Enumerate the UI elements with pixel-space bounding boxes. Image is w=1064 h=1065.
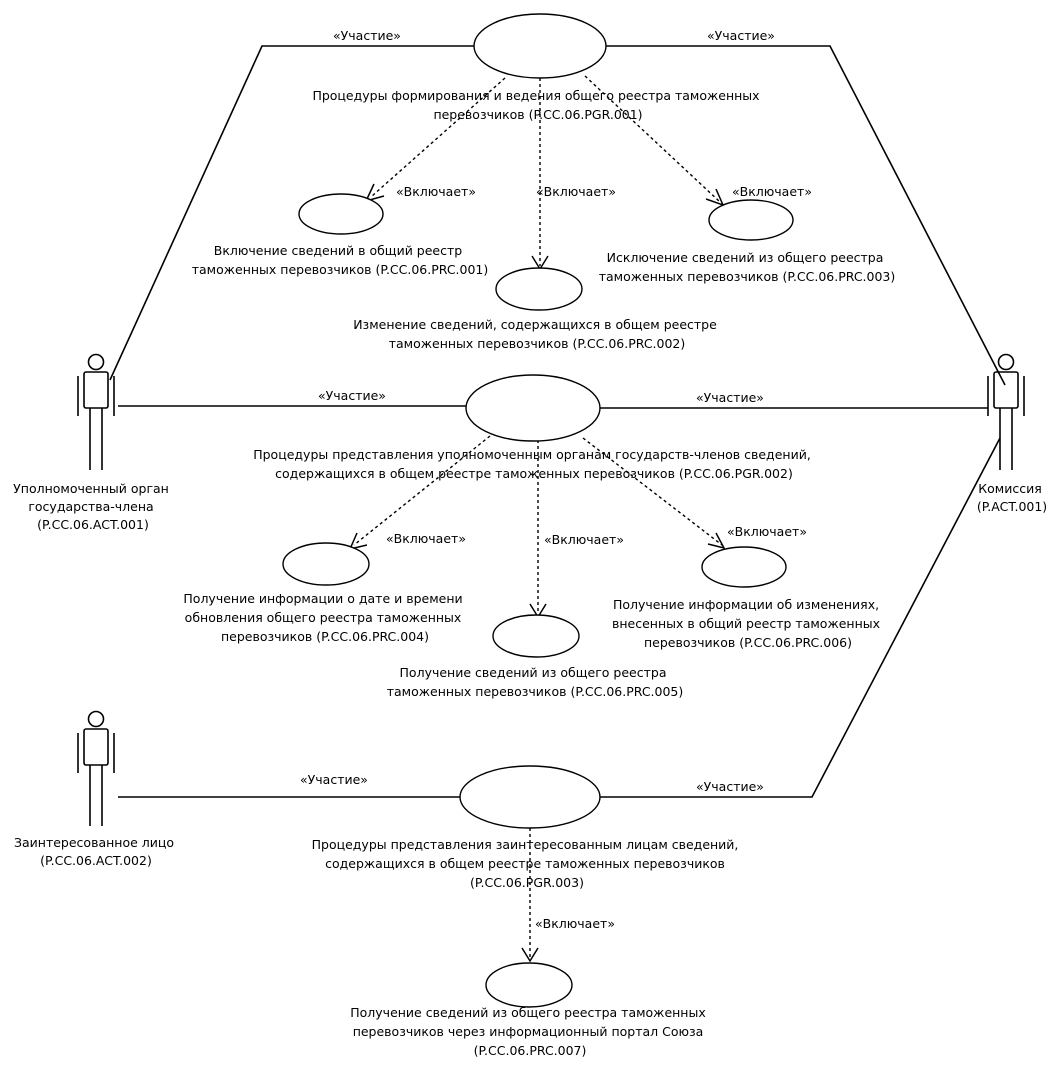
stereotype-includes: «Включает» bbox=[727, 524, 807, 539]
usecase-prc005-label: Получение сведений из общего реестра там… bbox=[387, 665, 684, 699]
stereotype-participation: «Участие» bbox=[300, 772, 368, 787]
usecase-pgr001-label: Процедуры формирования и ведения общего … bbox=[312, 88, 763, 122]
usecase-prc002[interactable] bbox=[495, 267, 583, 311]
stereotype-participation: «Участие» bbox=[696, 390, 764, 405]
usecase-pgr002[interactable] bbox=[465, 374, 601, 442]
actor-commission-icon[interactable] bbox=[987, 353, 1025, 471]
assoc-commission-pgr003 bbox=[600, 437, 1001, 798]
actor-commission-label: Комиссия (P.ACT.001) bbox=[977, 481, 1047, 514]
usecase-prc001-label: Включение сведений в общий реестр таможе… bbox=[192, 243, 489, 277]
usecase-prc004[interactable] bbox=[282, 542, 370, 586]
usecase-prc006-label: Получение информации об изменениях, внес… bbox=[612, 597, 884, 650]
usecase-prc007-label: Получение сведений из общего реестра там… bbox=[350, 1005, 709, 1058]
usecase-prc003-label: Исключение сведений из общего реестра та… bbox=[599, 250, 896, 284]
stereotype-includes: «Включает» bbox=[535, 916, 615, 931]
usecase-pgr001[interactable] bbox=[473, 13, 607, 79]
usecase-pgr002-label: Процедуры представления уполномоченным о… bbox=[253, 447, 815, 481]
usecase-prc002-label: Изменение сведений, содержащихся в общем… bbox=[353, 317, 721, 351]
assoc-member-pgr001 bbox=[109, 45, 474, 381]
stereotype-participation: «Участие» bbox=[318, 388, 386, 403]
actor-interested-person-label: Заинтересованное лицо (P.CC.06.ACT.002) bbox=[14, 835, 178, 868]
stereotype-participation: «Участие» bbox=[707, 28, 775, 43]
include-pgr002-prc006 bbox=[582, 437, 726, 550]
stereotype-participation: «Участие» bbox=[696, 779, 764, 794]
usecase-prc003[interactable] bbox=[708, 199, 794, 241]
stereotype-participation: «Участие» bbox=[333, 28, 401, 43]
usecase-prc005[interactable] bbox=[492, 614, 580, 658]
stereotype-includes: «Включает» bbox=[732, 184, 812, 199]
actor-member-state-body-label: Уполномоченный орган государства-члена (… bbox=[13, 481, 173, 532]
stereotype-includes: «Включает» bbox=[396, 184, 476, 199]
actor-interested-person-icon[interactable] bbox=[77, 710, 115, 827]
stereotype-includes: «Включает» bbox=[536, 184, 616, 199]
usecase-pgr003-label: Процедуры представления заинтересованным… bbox=[312, 837, 743, 890]
stereotype-includes: «Включает» bbox=[386, 531, 466, 546]
include-pgr003-prc007 bbox=[521, 828, 539, 963]
usecase-prc006[interactable] bbox=[701, 546, 787, 588]
usecase-prc007[interactable] bbox=[485, 962, 573, 1008]
usecase-pgr003[interactable] bbox=[459, 765, 601, 829]
assoc-commission-pgr001 bbox=[606, 45, 1006, 386]
actor-member-state-body-icon[interactable] bbox=[77, 353, 115, 471]
stereotype-includes: «Включает» bbox=[544, 532, 624, 547]
usecase-prc004-label: Получение информации о дате и времени об… bbox=[183, 591, 466, 644]
usecase-prc001[interactable] bbox=[298, 193, 384, 235]
